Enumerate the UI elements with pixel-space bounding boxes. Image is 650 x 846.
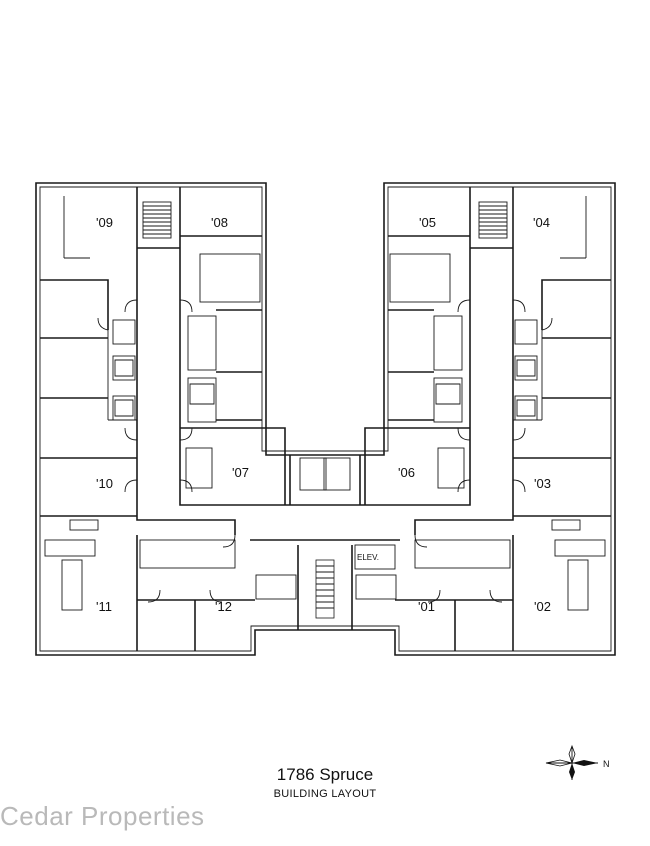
left-wing — [40, 187, 290, 651]
right-wing — [360, 187, 611, 651]
center-core — [250, 455, 400, 630]
unit-label-10: '10 — [96, 476, 113, 491]
unit-label-05: '05 — [419, 215, 436, 230]
unit-label-06: '06 — [398, 465, 415, 480]
unit-label-03: '03 — [534, 476, 551, 491]
unit-label-12: '12 — [215, 599, 232, 614]
unit-label-02: '02 — [534, 599, 551, 614]
unit-label-08: '08 — [211, 215, 228, 230]
unit-label-11: '11 — [96, 599, 112, 614]
unit-label-09: '09 — [96, 215, 113, 230]
unit-label-01: '01 — [418, 599, 435, 614]
unit-label-07: '07 — [232, 465, 249, 480]
north-label: N — [603, 759, 610, 769]
door-swings — [97, 299, 553, 603]
elevator-label: ELEV. — [357, 553, 379, 562]
building-outline — [35, 182, 616, 656]
building-title: 1786 Spruce — [276, 765, 374, 784]
unit-label-04: '04 — [533, 215, 550, 230]
watermark-logo: Cedar Properties — [0, 801, 205, 831]
building-subtitle: BUILDING LAYOUT — [273, 788, 377, 800]
north-arrow: N — [540, 742, 612, 784]
